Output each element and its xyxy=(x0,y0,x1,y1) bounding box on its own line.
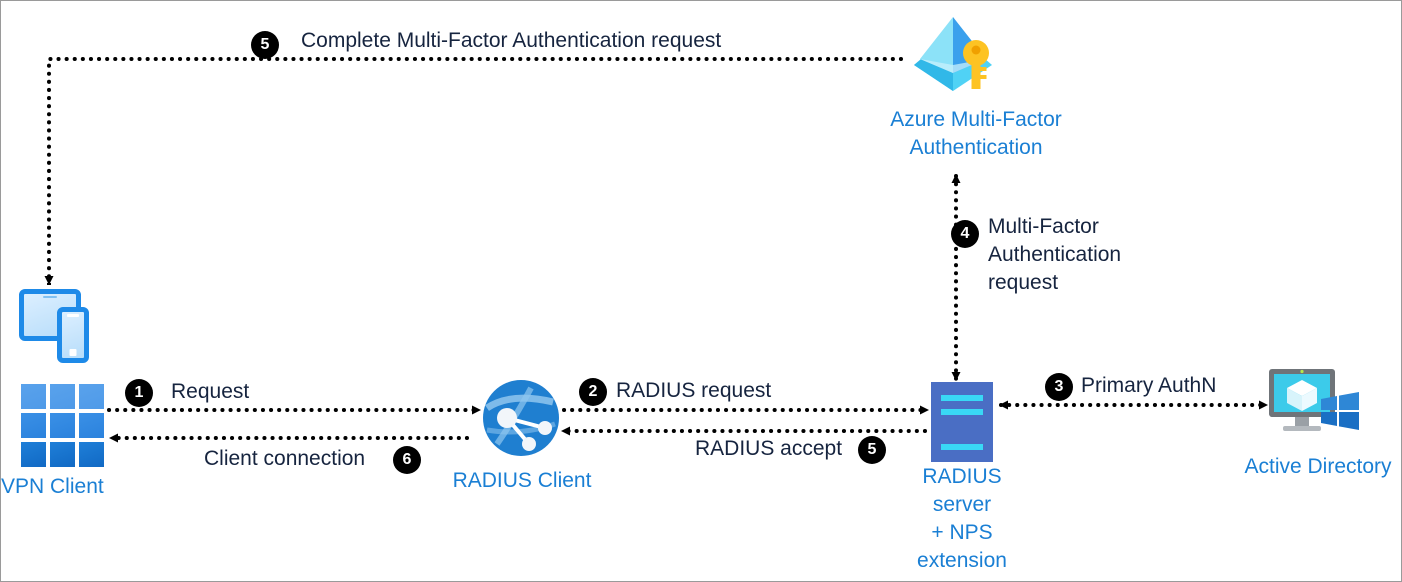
server-box xyxy=(931,382,993,462)
connector-step5-mfa-to-device xyxy=(44,57,903,285)
step-badge-1: 1 xyxy=(125,379,153,407)
step-label-5-accept: RADIUS accept xyxy=(695,437,843,460)
client-device-icon xyxy=(19,289,93,365)
step-badge-3: 3 xyxy=(1045,373,1073,401)
tablet-notch xyxy=(43,296,57,298)
vpn-tile xyxy=(21,442,46,467)
vpn-tile xyxy=(21,413,46,438)
vpn-client-icon[interactable] xyxy=(21,384,104,467)
server-indicator xyxy=(941,395,983,401)
azure-cube-key-icon xyxy=(914,17,992,91)
vpn-client-label: VPN Client xyxy=(1,475,104,498)
step-badge-5-accept: 5 xyxy=(858,436,886,464)
step-label-6: Client connection xyxy=(204,447,366,470)
vpn-tile xyxy=(50,384,75,409)
radius-client-label: RADIUS Client xyxy=(452,469,592,492)
radius-client-icon[interactable] xyxy=(481,378,561,458)
step-label-3: Primary AuthN xyxy=(1081,374,1217,397)
phone-icon xyxy=(57,307,89,363)
vpn-tile xyxy=(79,384,104,409)
server-indicator xyxy=(941,444,983,450)
azure-mfa-icon[interactable] xyxy=(906,13,1006,99)
step-badge-4: 4 xyxy=(951,220,979,248)
server-indicator xyxy=(941,409,983,415)
vpn-tile xyxy=(50,413,75,438)
monitor-windows-icon xyxy=(1269,369,1359,431)
active-directory-label: Active Directory xyxy=(1244,455,1392,478)
vpn-tile xyxy=(21,384,46,409)
globe-network-icon xyxy=(483,380,559,456)
radius-server-label: RADIUS server + NPS extension xyxy=(917,465,1007,572)
vpn-tile-grid xyxy=(21,384,104,467)
vpn-tile xyxy=(79,413,104,438)
step-badge-2: 2 xyxy=(579,378,607,406)
phone-speaker xyxy=(67,314,79,317)
active-directory-icon[interactable] xyxy=(1267,367,1359,443)
step-badge-5-mfa: 5 xyxy=(251,31,279,59)
azure-mfa-label: Azure Multi-Factor Authentication xyxy=(890,108,1062,159)
step-label-5-mfa: Complete Multi-Factor Authentication req… xyxy=(301,29,722,52)
step-label-4: Multi-Factor Authentication request xyxy=(988,215,1122,294)
phone-home-button xyxy=(69,349,77,356)
step-label-2: RADIUS request xyxy=(616,379,772,402)
radius-server-icon[interactable] xyxy=(931,382,993,462)
step-badge-6: 6 xyxy=(393,446,421,474)
vpn-tile xyxy=(79,442,104,467)
step-label-1: Request xyxy=(171,380,250,403)
vpn-tile xyxy=(50,442,75,467)
